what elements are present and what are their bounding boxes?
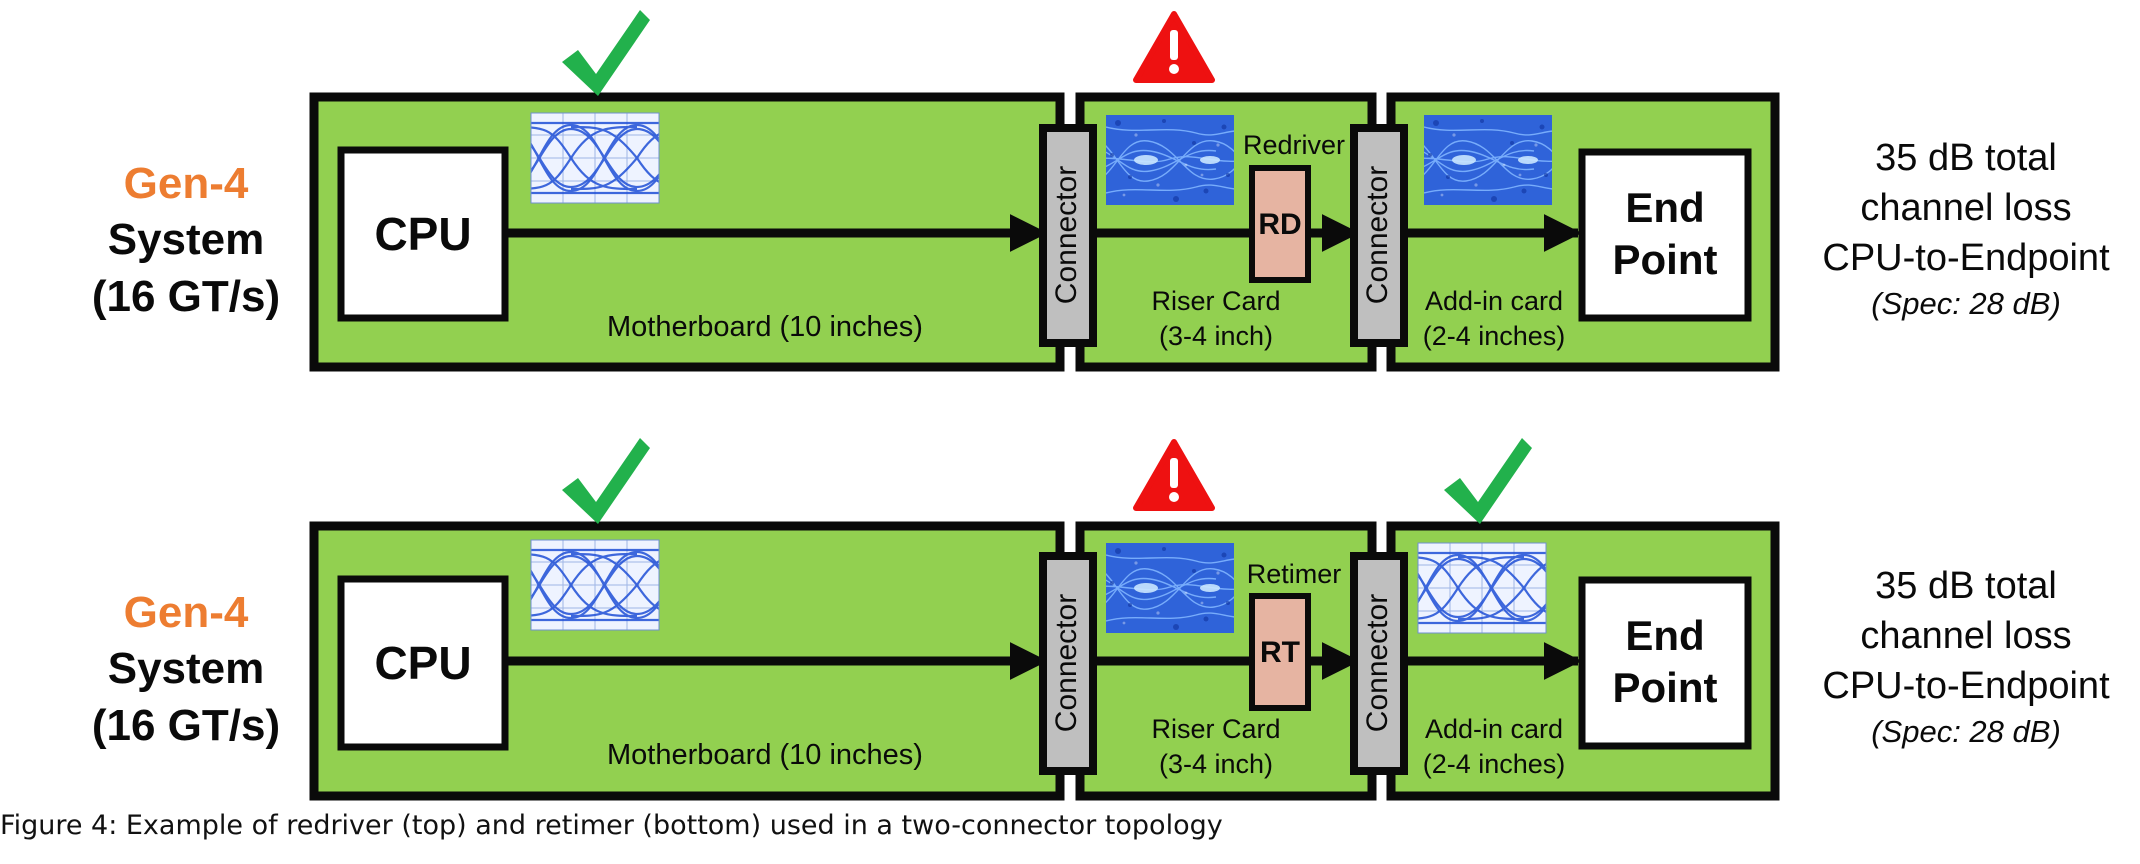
system-label: Gen-4 System (16 GT/s) [92, 159, 280, 321]
endpoint-label-2: Point [1613, 664, 1718, 711]
cpu-label: CPU [374, 637, 471, 689]
device-title: Redriver [1243, 130, 1345, 160]
loss-line-3: CPU-to-Endpoint [1822, 237, 2110, 279]
redriver-chip: RD [1249, 165, 1311, 283]
system-text: System [108, 215, 265, 264]
endpoint-label-2: Point [1613, 236, 1718, 283]
channel-loss-note: 35 dB total channel loss CPU-to-Endpoint… [1822, 565, 2110, 749]
addin-label-2: (2-4 inches) [1423, 321, 1566, 351]
connector-2-label: Connector [1361, 166, 1394, 304]
connector-1-label: Connector [1050, 166, 1083, 304]
warning-icon [1136, 14, 1212, 80]
warning-icon [1136, 442, 1212, 508]
riser-label-1: Riser Card [1151, 286, 1280, 316]
connector-1: Connector [1039, 552, 1097, 775]
endpoint-block: End Point [1578, 148, 1752, 322]
retimer-chip: RT [1249, 593, 1311, 711]
cpu-block: CPU [337, 146, 509, 322]
gen-label: Gen-4 [124, 159, 249, 208]
motherboard-label: Motherboard (10 inches) [607, 739, 923, 771]
loss-line-1: 35 dB total [1875, 565, 2057, 607]
riser-label-1: Riser Card [1151, 714, 1280, 744]
loss-line-1: 35 dB total [1875, 137, 2057, 179]
riser-label-2: (3-4 inch) [1159, 749, 1273, 779]
cpu-label: CPU [374, 208, 471, 260]
endpoint-block: End Point [1578, 576, 1752, 750]
cpu-block: CPU [337, 575, 509, 751]
connector-1: Connector [1039, 124, 1097, 347]
system-text: System [108, 644, 265, 693]
loss-line-2: channel loss [1860, 187, 2071, 229]
device-title: Retimer [1247, 559, 1342, 589]
topology-row-redriver: Gen-4 System (16 GT/s) CPU Motherboard (… [92, 10, 2110, 372]
retimer-chip-label: RT [1260, 636, 1300, 669]
rate-text: (16 GT/s) [92, 272, 280, 321]
riser-label-2: (3-4 inch) [1159, 321, 1273, 351]
channel-loss-note: 35 dB total channel loss CPU-to-Endpoint… [1822, 137, 2110, 321]
endpoint-label-1: End [1625, 612, 1704, 659]
motherboard-label: Motherboard (10 inches) [607, 311, 923, 343]
system-label: Gen-4 System (16 GT/s) [92, 588, 280, 750]
addin-label-1: Add-in card [1425, 714, 1563, 744]
endpoint-label-1: End [1625, 184, 1704, 231]
rate-text: (16 GT/s) [92, 701, 280, 750]
topology-diagram: Gen-4 System (16 GT/s) CPU Motherboard (… [92, 10, 2110, 801]
spec-line: (Spec: 28 dB) [1871, 714, 2061, 749]
loss-line-3: CPU-to-Endpoint [1822, 665, 2110, 707]
connector-2: Connector [1350, 552, 1408, 775]
redriver-chip-label: RD [1258, 208, 1301, 241]
addin-label-1: Add-in card [1425, 286, 1563, 316]
gen-label: Gen-4 [124, 588, 249, 637]
loss-line-2: channel loss [1860, 615, 2071, 657]
connector-2-label: Connector [1361, 594, 1394, 732]
connector-2: Connector [1350, 124, 1408, 347]
topology-row-retimer: Gen-4 System (16 GT/s) CPU Motherboard (… [92, 438, 2110, 801]
check-icon [1444, 438, 1532, 524]
addin-label-2: (2-4 inches) [1423, 749, 1566, 779]
spec-line: (Spec: 28 dB) [1871, 286, 2061, 321]
figure-caption: Figure 4: Example of redriver (top) and … [0, 810, 1223, 841]
check-icon [562, 10, 650, 96]
check-icon [562, 438, 650, 524]
connector-1-label: Connector [1050, 594, 1083, 732]
